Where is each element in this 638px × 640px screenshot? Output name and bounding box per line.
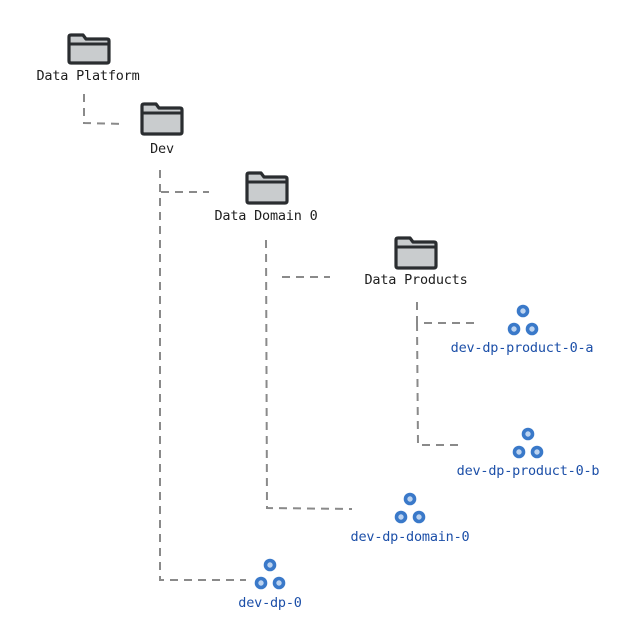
project-icon [254,558,286,590]
project-icon [507,304,539,336]
folder-icon [67,33,111,65]
folder-label-data-platform: Data Platform [36,68,140,84]
project-label-dev-dp-product-0-b: dev-dp-product-0-b [456,463,600,479]
connector-data-domain-0-dev-dp-domain-0 [265,239,353,510]
connector-dev-dev-dp-0 [159,170,246,581]
connector-data-products-product-a [416,302,478,324]
project-label-dev-dp-0: dev-dp-0 [238,595,302,611]
project-icon [394,492,426,524]
folder-icon [140,102,184,136]
connector-data-platform-dev [83,94,125,125]
folder-label-dev: Dev [150,141,174,157]
folder-label-data-domain-0: Data Domain 0 [214,208,318,224]
project-label-dev-dp-product-0-a: dev-dp-product-0-a [450,340,594,356]
project-icon [512,427,544,459]
project-label-dev-dp-domain-0: dev-dp-domain-0 [350,529,470,545]
folder-icon [394,236,438,270]
folder-label-data-products: Data Products [364,272,468,288]
folder-icon [245,171,289,205]
